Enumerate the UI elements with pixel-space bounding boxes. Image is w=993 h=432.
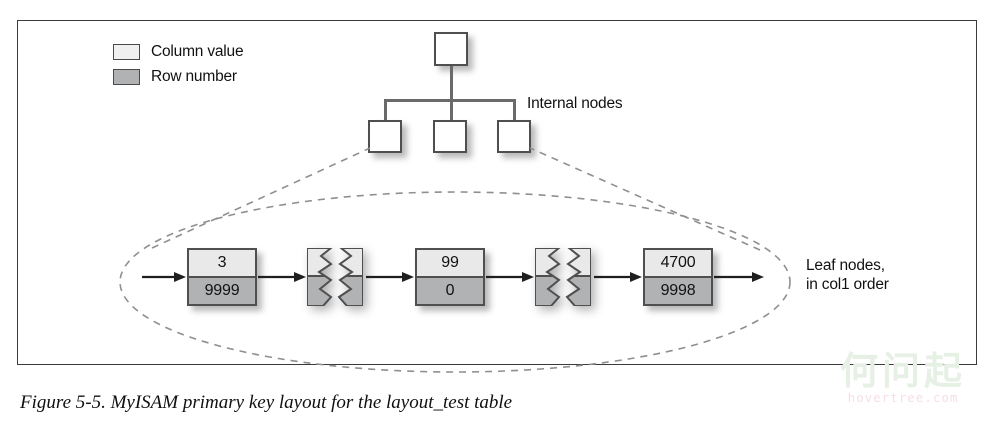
leaf-node-3-column-value: 4700 <box>645 250 711 276</box>
leaf-node-3-row-number: 9998 <box>645 276 711 304</box>
legend-item-column-value: Column value <box>113 39 244 64</box>
tree-edge-root-to-bus <box>449 66 453 101</box>
legend-item-row-number: Row number <box>113 64 243 89</box>
figure-caption: Figure 5-5. MyISAM primary key layout fo… <box>20 392 513 413</box>
tree-edge-to-child-2 <box>449 99 453 121</box>
leaf-chain-arrow-1 <box>258 271 306 283</box>
tree-root-node <box>434 32 468 66</box>
leaf-node-1-column-value: 3 <box>189 250 255 276</box>
leaf-chain-arrow-3 <box>486 271 534 283</box>
leaf-node-2: 99 0 <box>415 248 485 306</box>
leaf-chain-break-1-icon <box>307 248 363 306</box>
leaf-chain-break-2-icon <box>535 248 591 306</box>
leaf-nodes-label-line1: Leaf nodes, <box>806 257 885 274</box>
legend: Column value Row number <box>113 39 244 89</box>
leaf-node-2-row-number: 0 <box>417 276 483 304</box>
tree-internal-node-1 <box>368 120 402 153</box>
tree-edge-to-child-1 <box>384 99 387 121</box>
legend-swatch-row-number-icon <box>113 68 140 85</box>
leaf-chain-arrow-0 <box>142 271 186 283</box>
legend-label-column-value: Column value <box>151 42 244 60</box>
internal-nodes-label: Internal nodes <box>527 95 623 112</box>
leaf-chain-arrow-5 <box>714 271 764 283</box>
leaf-node-3: 4700 9998 <box>643 248 713 306</box>
tree-edge-to-child-3 <box>513 99 516 121</box>
leaf-nodes-label: Leaf nodes, in col1 order <box>806 256 889 294</box>
leaf-chain-arrow-2 <box>366 271 414 283</box>
tree-internal-node-3 <box>497 120 531 153</box>
watermark-url: hovertree.com <box>847 390 959 405</box>
leaf-node-1: 3 9999 <box>187 248 257 306</box>
legend-swatch-column-value-icon <box>113 43 140 60</box>
leaf-nodes-label-line2: in col1 order <box>806 276 889 293</box>
leaf-node-2-column-value: 99 <box>417 250 483 276</box>
legend-label-row-number: Row number <box>151 67 237 85</box>
leaf-chain-arrow-4 <box>594 271 642 283</box>
leaf-node-1-row-number: 9999 <box>189 276 255 304</box>
tree-internal-node-2 <box>433 120 467 153</box>
